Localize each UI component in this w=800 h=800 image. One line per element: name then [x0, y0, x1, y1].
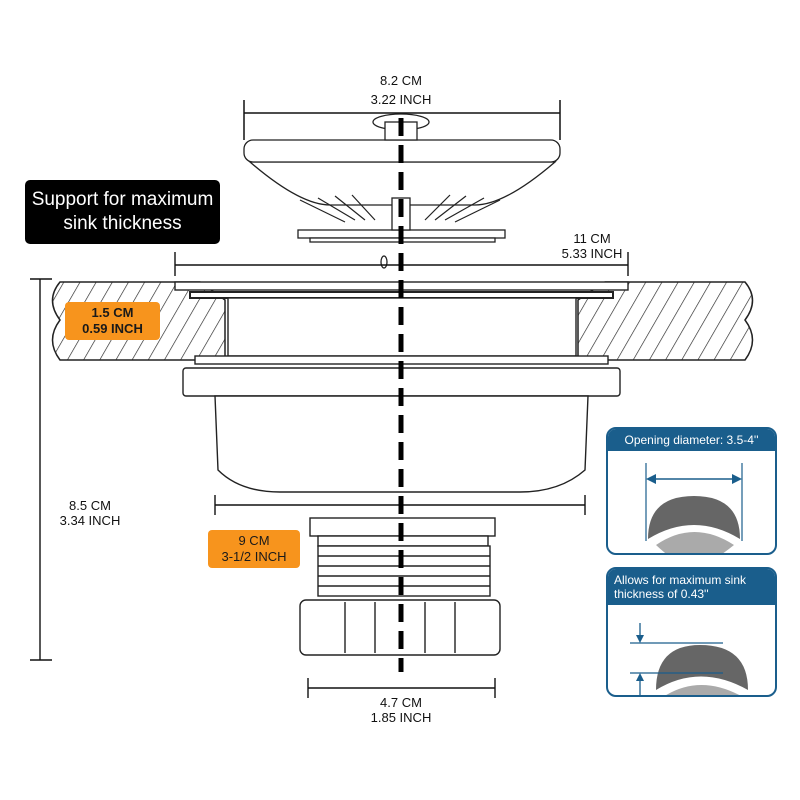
top-width-inch: 3.22 INCH	[370, 92, 432, 107]
opening-diameter-illustration	[645, 463, 743, 553]
strainer-basket	[243, 113, 561, 269]
sink-thickness-title-line-1: Allows for maximum sink	[614, 573, 747, 587]
sink-thickness-callout: Support for maximum sink thickness	[25, 180, 220, 244]
outlet-width-inch: 1.85 INCH	[370, 710, 432, 725]
body-width-inch: 3-1/2 INCH	[221, 549, 287, 564]
height-inch: 3.34 INCH	[59, 513, 121, 528]
sink-thickness-title: Allows for maximum sink thickness of 0.4…	[608, 569, 775, 605]
callout-line-2: sink thickness	[63, 213, 182, 234]
callout-line-1: Support for maximum	[31, 189, 214, 210]
sink-thickness-title-line-2: thickness of 0.43''	[614, 587, 709, 601]
opening-diameter-panel: Opening diameter: 3.5-4''	[606, 427, 777, 555]
flange-width-inch: 5.33 INCH	[561, 246, 623, 261]
sink-thickness-inch: 0.59 INCH	[82, 321, 143, 336]
sink-countertop	[51, 281, 754, 361]
body-width-cm: 9 CM	[238, 533, 270, 548]
sink-thickness-badge: 1.5 CM 0.59 INCH	[65, 302, 160, 340]
outlet-width-cm: 4.7 CM	[380, 695, 422, 710]
height-cm: 8.5 CM	[69, 498, 111, 513]
top-width-cm: 8.2 CM	[380, 73, 422, 88]
top-dimension-line	[243, 100, 561, 140]
sink-thickness-illustration	[630, 623, 748, 695]
sink-thickness-cm: 1.5 CM	[91, 305, 134, 320]
body-width-badge: 9 CM 3-1/2 INCH	[208, 530, 300, 568]
sink-thickness-panel: Allows for maximum sink thickness of 0.4…	[606, 567, 777, 697]
height-dimension-line	[30, 278, 52, 661]
flange-width-cm: 11 CM	[573, 231, 611, 246]
opening-diameter-title: Opening diameter: 3.5-4''	[608, 429, 775, 451]
outlet-dimension-line	[307, 678, 496, 698]
